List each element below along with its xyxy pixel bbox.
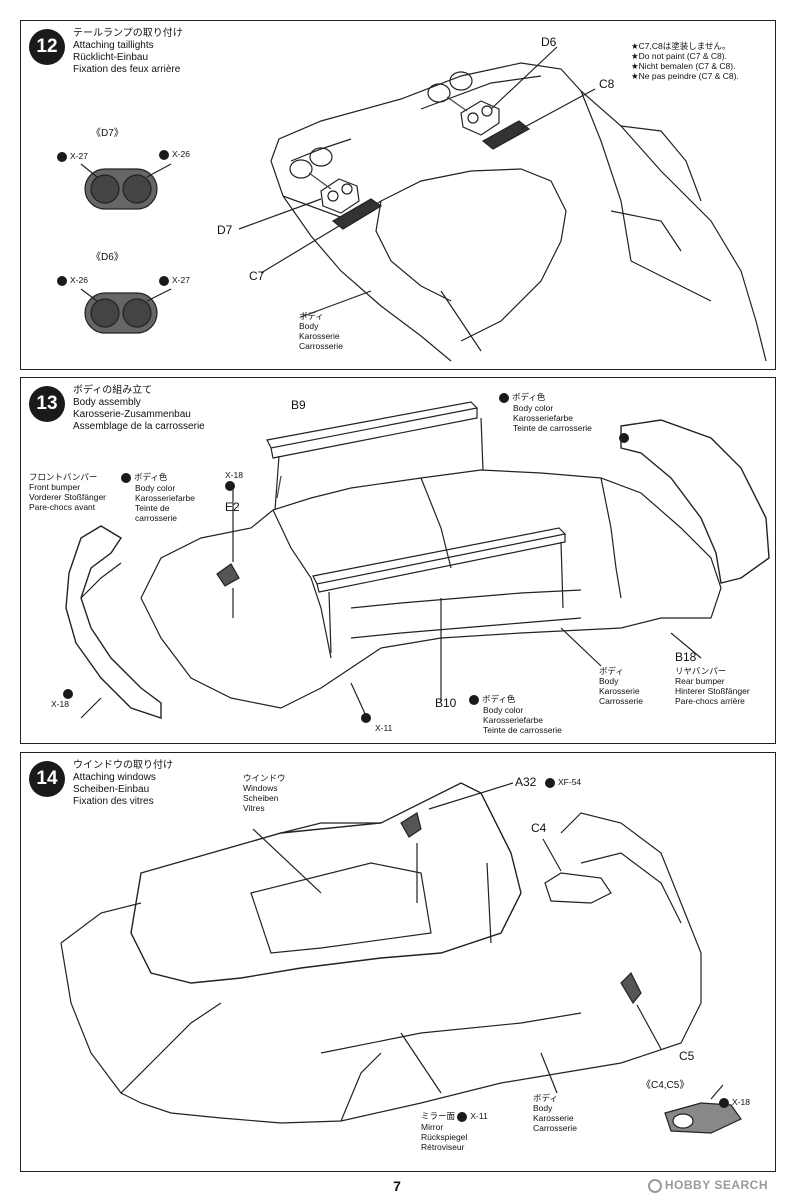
windows-label: ウインドウ Windows Scheiben Vitres bbox=[243, 773, 286, 813]
part-c5-label: C5 bbox=[679, 1049, 695, 1063]
rear-bumper-label: リヤバンパー Rear bumper Hinterer Stoßfänger P… bbox=[675, 666, 750, 706]
x11-paint-label: X-11 bbox=[361, 712, 392, 733]
step-14-panel: 14 ウインドウの取り付け Attaching windows Scheiben… bbox=[20, 752, 776, 1172]
front-bumper-label: フロントバンパー Front bumper Vorderer Stoßfänge… bbox=[29, 472, 107, 512]
paint-dot-icon bbox=[57, 151, 67, 162]
paint-note: ★C7,C8は塗装しません。 ★Do not paint (C7 & C8). … bbox=[631, 41, 739, 81]
inset-d7-title: 《D7》 bbox=[91, 128, 124, 139]
paint-dot-icon bbox=[159, 275, 169, 286]
part-a32-label: A32 bbox=[515, 775, 537, 789]
part-c8-label: C8 bbox=[599, 77, 615, 91]
inset-d6-title: 《D6》 bbox=[91, 252, 124, 263]
inset-d6-right-paint: X-27 bbox=[159, 275, 190, 286]
part-e2-label: E2 bbox=[225, 500, 240, 514]
part-c7-label: C7 bbox=[249, 269, 265, 283]
body-color-top: ボディ色 Body color Karosseriefarbe Teinte d… bbox=[499, 392, 592, 433]
inset-d7-left-paint: X-27 bbox=[57, 151, 88, 162]
paint-dot-icon bbox=[361, 712, 371, 723]
rear-bumper-paint-dot-icon bbox=[619, 433, 629, 443]
step-14-number: 14 bbox=[29, 761, 65, 797]
part-b10-label: B10 bbox=[435, 696, 457, 710]
inset-c4-c5-paint: X-18 bbox=[719, 1097, 750, 1108]
step-13-panel: 13 ボディの組み立て Body assembly Karosserie-Zus… bbox=[20, 377, 776, 744]
paint-dot-icon bbox=[63, 688, 73, 699]
paint-dot-icon bbox=[225, 480, 235, 491]
paint-dot-icon bbox=[469, 694, 479, 705]
paint-dot-icon bbox=[57, 275, 67, 286]
step-12-illustration bbox=[21, 21, 774, 368]
e2-paint-label: X-18 bbox=[225, 470, 243, 491]
paint-dot-icon bbox=[545, 777, 555, 788]
part-b18-label: B18 bbox=[675, 650, 697, 664]
body-color-b10: ボディ色 Body color Karosseriefarbe Teinte d… bbox=[469, 694, 562, 735]
step-14-illustration bbox=[21, 753, 774, 1170]
step-13-illustration bbox=[21, 378, 774, 742]
body-label-12: ボディ Body Karosserie Carrosserie bbox=[299, 311, 343, 351]
paint-dot-icon bbox=[499, 392, 509, 403]
inset-d7-right-paint: X-26 bbox=[159, 149, 190, 160]
step-12-title: テールランプの取り付け Attaching taillights Rücklic… bbox=[73, 28, 183, 75]
part-d7-label: D7 bbox=[217, 223, 233, 237]
inset-c4-c5-title: 《C4,C5》 bbox=[641, 1080, 690, 1091]
part-b9-label: B9 bbox=[291, 398, 306, 412]
page-number: 7 bbox=[393, 1178, 401, 1194]
paint-dot-icon bbox=[457, 1111, 468, 1122]
paint-dot-icon bbox=[121, 472, 131, 483]
step-12-panel: 12 テールランプの取り付け Attaching taillights Rück… bbox=[20, 20, 776, 370]
part-d6-label: D6 bbox=[541, 35, 557, 49]
front-bumper-paint: X-18 bbox=[51, 688, 76, 709]
part-c4-label: C4 bbox=[531, 821, 547, 835]
step-12-number: 12 bbox=[29, 29, 65, 65]
inset-d6-left-paint: X-26 bbox=[57, 275, 88, 286]
step-13-title: ボディの組み立て Body assembly Karosserie-Zusamm… bbox=[73, 385, 205, 432]
a32-paint-label: XF-54 bbox=[545, 777, 581, 788]
body-color-front: ボディ色 Body color Karosseriefarbe Teinte d… bbox=[121, 472, 195, 523]
step-14-title: ウインドウの取り付け Attaching windows Scheiben-Ei… bbox=[73, 760, 173, 807]
paint-dot-icon bbox=[719, 1097, 729, 1108]
paint-dot-icon bbox=[159, 149, 169, 160]
watermark: HOBBY SEARCH bbox=[647, 1178, 768, 1193]
mirror-label: ミラー面 X-11 Mirror Rückspiegel Rétroviseur bbox=[421, 1111, 488, 1152]
step-13-number: 13 bbox=[29, 386, 65, 422]
watermark-logo-icon bbox=[647, 1178, 662, 1193]
body-label-14: ボディ Body Karosserie Carrosserie bbox=[533, 1093, 577, 1133]
body-label-13: ボディ Body Karosserie Carrosserie bbox=[599, 666, 643, 706]
